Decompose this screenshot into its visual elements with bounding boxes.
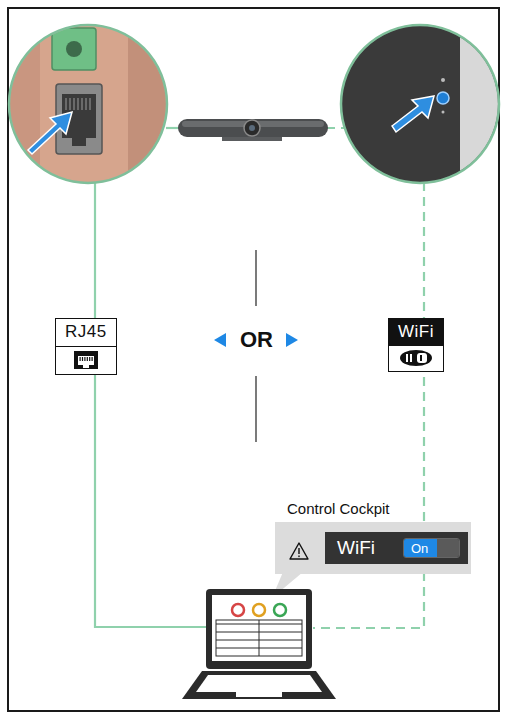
wifi-logo xyxy=(399,349,433,367)
ethernet-icon xyxy=(73,350,99,370)
laptop xyxy=(182,589,336,699)
node-text: RJ45 xyxy=(56,319,116,347)
frame xyxy=(8,8,499,711)
ethernet-cable xyxy=(95,128,206,627)
node-text: WiFi xyxy=(389,319,443,346)
connection-tag: WiFi xyxy=(388,318,444,372)
node-text: WiFi xyxy=(337,537,375,559)
connection-tag: RJ45 xyxy=(55,318,117,375)
callout-panel: Control CockpitWiFiOn xyxy=(275,522,471,574)
rj45-port-zoom xyxy=(9,25,168,185)
video-bar xyxy=(178,119,328,141)
warning-icon xyxy=(288,541,310,561)
toggle-switch: On xyxy=(403,538,460,558)
button-zoom xyxy=(340,20,500,190)
setting-bar: WiFi On xyxy=(325,532,468,564)
toggle-track xyxy=(437,539,459,557)
node-text: Control Cockpit xyxy=(285,500,392,517)
node-text: On xyxy=(404,539,437,557)
or-label: OR xyxy=(240,327,273,353)
